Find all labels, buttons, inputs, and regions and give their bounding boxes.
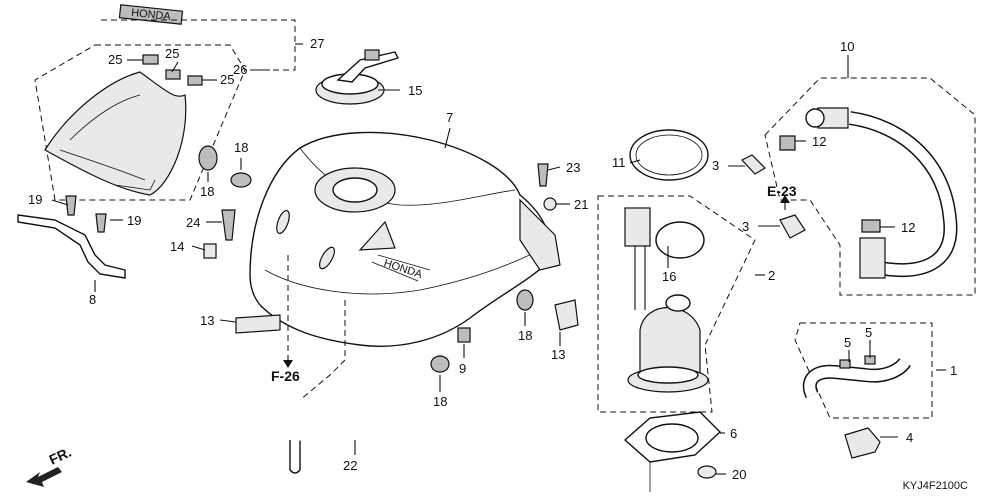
callout-23: 23 xyxy=(566,160,580,175)
cushion-9 xyxy=(457,327,471,343)
callout-18a: 18 xyxy=(200,184,214,199)
front-direction-arrow: FR. xyxy=(26,444,74,487)
bolt-23 xyxy=(537,163,549,187)
callout-20: 20 xyxy=(732,467,746,482)
ref-e23: E-23 xyxy=(767,183,797,199)
callout-18d: 18 xyxy=(433,394,447,409)
washer-21 xyxy=(543,197,557,211)
callout-26: 26 xyxy=(233,62,247,77)
tube-22-leader xyxy=(299,300,346,401)
group-2-boundary xyxy=(597,195,756,413)
callout-8: 8 xyxy=(89,292,96,307)
callout-12b: 12 xyxy=(901,220,915,235)
bolt-19a xyxy=(65,195,77,216)
cap-4 xyxy=(844,427,881,459)
callout-7: 7 xyxy=(446,110,453,125)
group-10-boundary xyxy=(764,77,976,296)
callout-12a: 12 xyxy=(812,134,826,149)
clip-3b xyxy=(779,214,806,239)
callout-18b: 18 xyxy=(234,140,248,155)
callout-5b: 5 xyxy=(865,325,872,340)
callout-25b: 25 xyxy=(165,46,179,61)
callout-3b: 3 xyxy=(742,219,749,234)
nut-20 xyxy=(697,465,717,479)
grommet-18b xyxy=(230,172,252,188)
tank-side-cover xyxy=(44,71,187,196)
cover-pad-3 xyxy=(187,75,203,86)
bracket-13a xyxy=(235,314,281,334)
grommet-18a xyxy=(198,145,218,171)
collar-14 xyxy=(203,243,217,259)
callout-4: 4 xyxy=(906,430,913,445)
callout-22: 22 xyxy=(343,458,357,473)
callout-27: 27 xyxy=(310,36,324,51)
bracket-8 xyxy=(17,214,126,279)
fuel-pump-assembly xyxy=(624,207,709,393)
callout-16: 16 xyxy=(662,269,676,284)
callout-14: 14 xyxy=(170,239,184,254)
emblem-decal: HONDA xyxy=(118,4,184,25)
group-26-boundary xyxy=(34,44,246,201)
f26-arrow xyxy=(283,360,293,368)
grommet-18d xyxy=(430,355,450,373)
drawing-code: KYJ4F2100C xyxy=(903,480,968,492)
clip-12a xyxy=(779,135,796,151)
bolt-19b xyxy=(95,213,107,233)
callout-25c: 25 xyxy=(220,72,234,87)
svg-text:FR.: FR. xyxy=(47,444,74,468)
fuel-cap xyxy=(315,49,399,105)
clip-3a xyxy=(741,154,766,175)
bolt-24 xyxy=(221,209,236,241)
callout-19a: 19 xyxy=(28,192,42,207)
callout-13b: 13 xyxy=(551,347,565,362)
callout-18c: 18 xyxy=(518,328,532,343)
e23-arrow xyxy=(780,195,790,203)
o-ring-11 xyxy=(629,129,709,181)
callout-10: 10 xyxy=(840,39,854,54)
cover-pad-1 xyxy=(142,54,159,65)
bracket-13b xyxy=(554,299,579,331)
grommet-18c xyxy=(516,289,534,311)
group-1-boundary xyxy=(794,322,933,419)
drain-tube-end xyxy=(289,440,301,474)
callout-6: 6 xyxy=(730,426,737,441)
svg-text:HONDA: HONDA xyxy=(131,7,172,23)
callout-3a: 3 xyxy=(712,158,719,173)
ref-f26: F-26 xyxy=(271,368,300,384)
clip-12b xyxy=(861,219,881,233)
callout-19b: 19 xyxy=(127,213,141,228)
callout-1: 1 xyxy=(950,363,957,378)
callout-13a: 13 xyxy=(200,313,214,328)
callout-9: 9 xyxy=(459,361,466,376)
callout-15: 15 xyxy=(408,83,422,98)
callout-24: 24 xyxy=(186,215,200,230)
callout-11: 11 xyxy=(612,155,626,170)
callout-2: 2 xyxy=(768,268,775,283)
fuel-tank: HONDA xyxy=(249,131,561,347)
callout-25a: 25 xyxy=(108,52,122,67)
callout-5a: 5 xyxy=(844,335,851,350)
callout-21: 21 xyxy=(574,197,588,212)
